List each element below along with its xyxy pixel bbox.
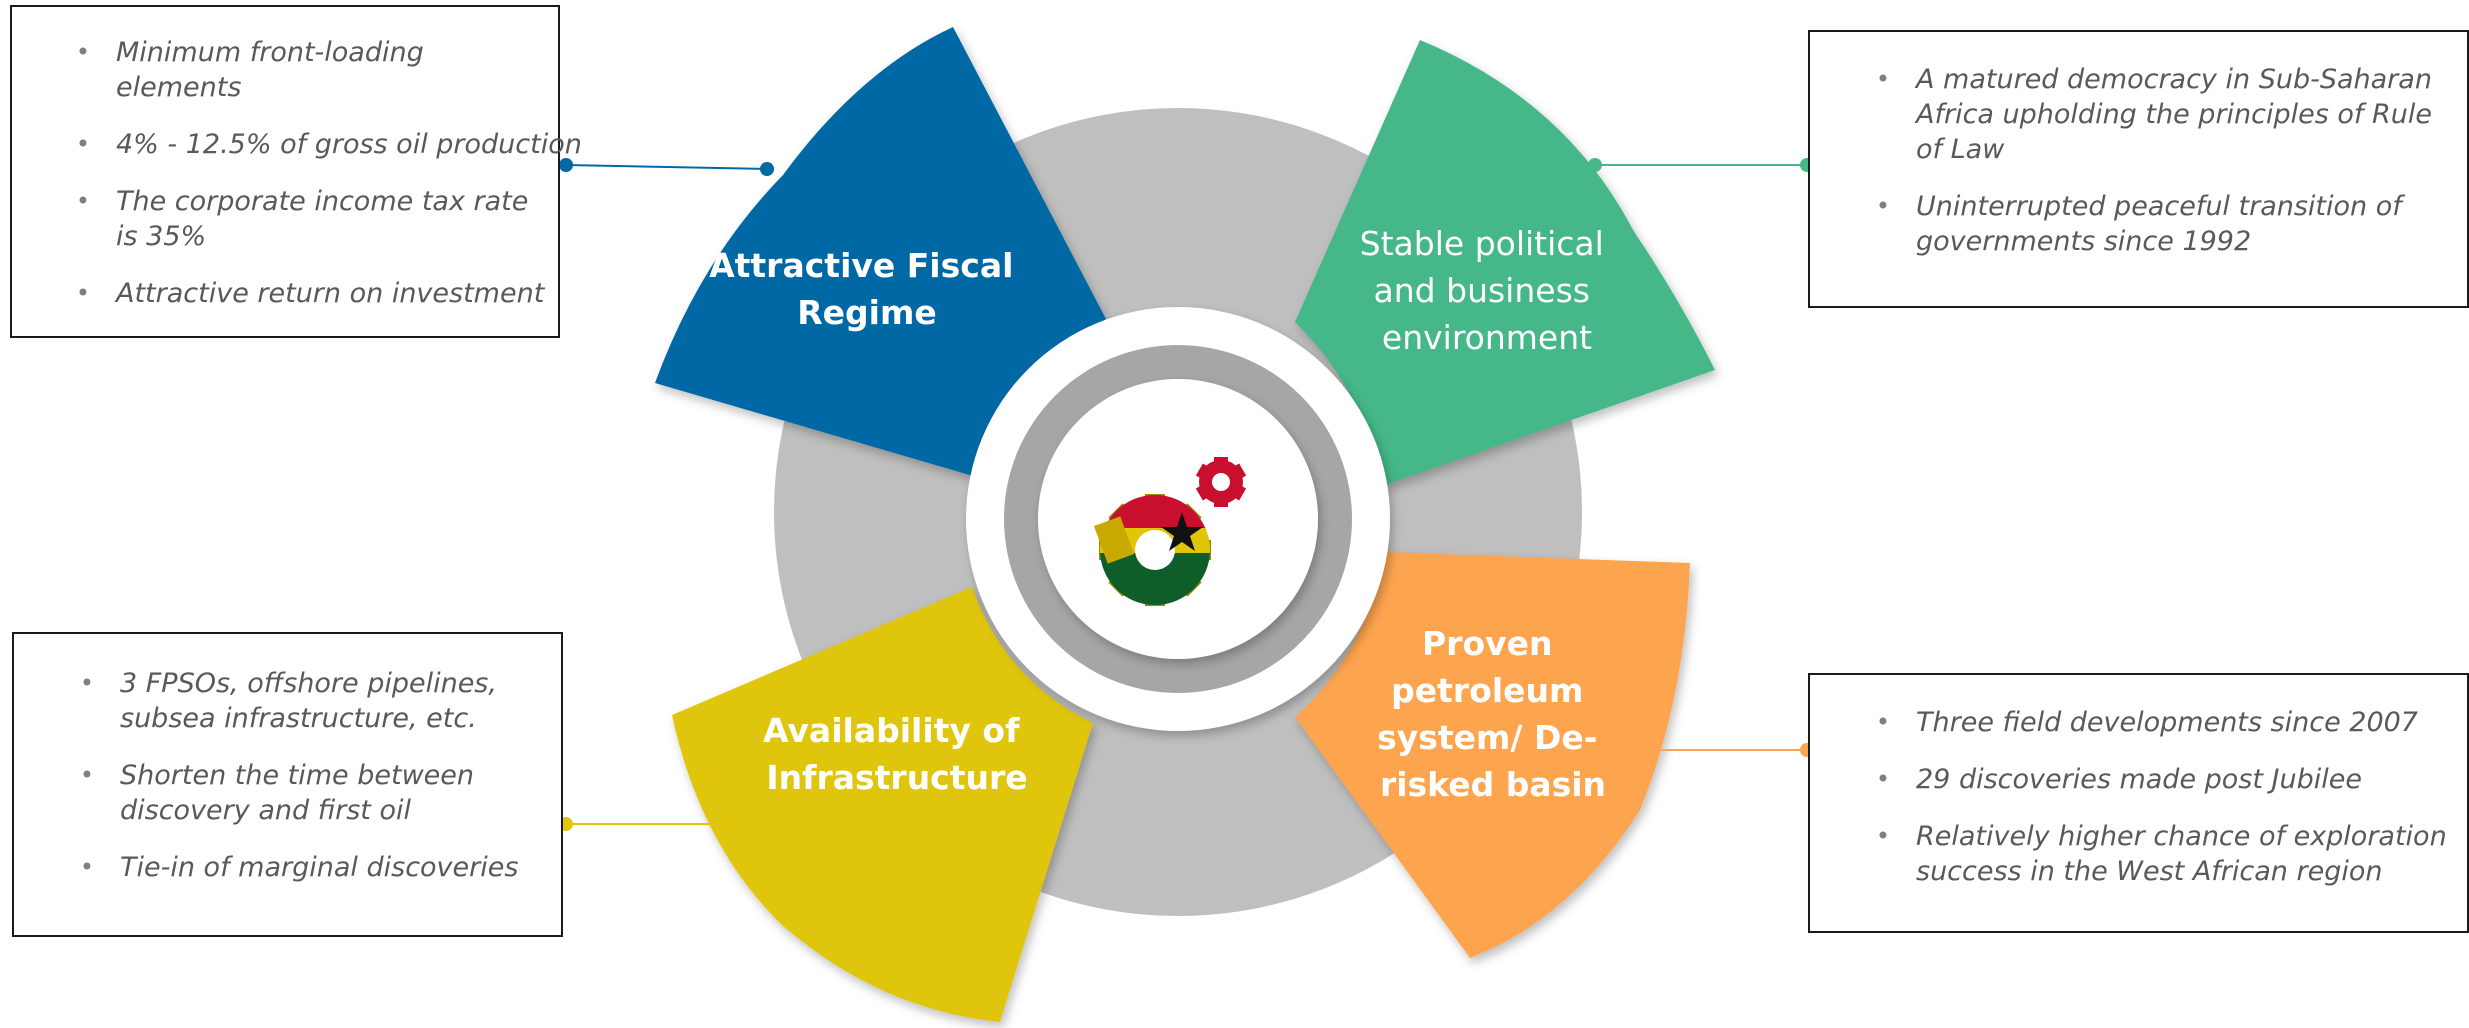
political-info-box: A matured democracy in Sub-Saharan Afric… <box>1808 30 2469 308</box>
list-item: A matured democracy in Sub-Saharan Afric… <box>1850 62 2457 167</box>
list-item: 4% - 12.5% of gross oil production <box>50 127 582 162</box>
list-item: Uninterrupted peaceful transition of gov… <box>1850 189 2457 259</box>
list-item: Tie-in of marginal discoveries <box>54 850 541 885</box>
segment-political-petal <box>1295 40 1715 485</box>
list-item: The corporate income tax rate is 35% <box>50 184 554 254</box>
segment-fiscal-petal <box>655 27 1106 478</box>
list-item: Shorten the time between discovery and f… <box>54 758 541 828</box>
political-bullet-list: A matured democracy in Sub-Saharan Afric… <box>1850 62 2457 259</box>
small-red-gear-icon <box>1195 457 1247 507</box>
infrastructure-bullet-list: 3 FPSOs, offshore pipelines, subsea infr… <box>54 666 541 885</box>
segment-infrastructure-label: Availability of Infrastructure <box>763 711 1031 797</box>
petroleum-info-box: Three field developments since 2007 29 d… <box>1808 673 2469 933</box>
list-item: Three field developments since 2007 <box>1850 705 2457 740</box>
connector-fiscal <box>559 158 774 176</box>
infrastructure-info-box: 3 FPSOs, offshore pipelines, subsea infr… <box>12 632 563 937</box>
fiscal-info-box: Minimum front-loading elements 4% - 12.5… <box>10 5 582 338</box>
list-item: 3 FPSOs, offshore pipelines, subsea infr… <box>54 666 541 736</box>
black-star-icon <box>1161 512 1203 551</box>
segment-petroleum-petal <box>1295 552 1690 958</box>
segment-petroleum-label: Proven petroleum system/ De- risked basi… <box>1377 624 1609 804</box>
big-gear-icon <box>1094 494 1211 606</box>
list-item: 29 discoveries made post Jubilee <box>1850 762 2457 797</box>
segment-infrastructure-petal <box>672 587 1093 1022</box>
fiscal-bullet-list: Minimum front-loading elements 4% - 12.5… <box>50 35 582 311</box>
segment-fiscal-label: Attractive Fiscal Regime <box>709 246 1025 332</box>
list-item: Relatively higher chance of exploration … <box>1850 819 2457 889</box>
list-item: Minimum front-loading elements <box>50 35 554 105</box>
gears-ghana-flag-icon <box>1094 457 1247 606</box>
list-item: Attractive return on investment <box>50 276 554 311</box>
petroleum-bullet-list: Three field developments since 2007 29 d… <box>1850 705 2457 889</box>
segment-political-label: Stable political and business environmen… <box>1360 224 1615 357</box>
connector-political <box>1588 158 1814 172</box>
